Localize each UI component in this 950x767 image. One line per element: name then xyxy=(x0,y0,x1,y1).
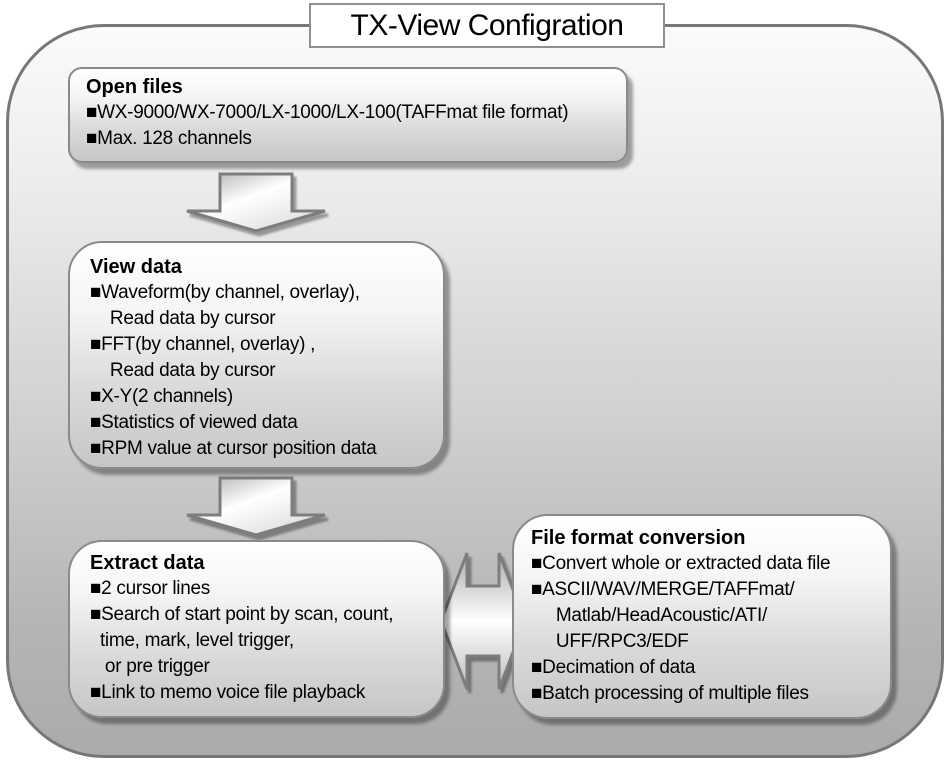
file-format-conversion-box: File format conversion ■Convert whole or… xyxy=(512,514,892,719)
down-arrow-shape xyxy=(186,476,326,537)
bullet-line: Matlab/HeadAcoustic/ATI/ xyxy=(531,605,767,626)
bullet-line: ■WX-9000/WX-7000/LX-1000/LX-100(TAFFmat … xyxy=(86,102,569,123)
bullet-line: ■Waveform(by channel, overlay), xyxy=(90,282,360,303)
down-arrow-icon xyxy=(186,476,326,537)
bullet-line: ■Convert whole or extracted data file xyxy=(531,553,831,574)
bullet-line: ■X-Y(2 channels) xyxy=(90,386,233,407)
open-files-box: Open files ■WX-9000/WX-7000/LX-1000/LX-1… xyxy=(68,67,628,163)
bullet-line: Read data by cursor xyxy=(90,360,276,381)
bullet-line: ■Batch processing of multiple files xyxy=(531,683,809,704)
bullet-line: ■Decimation of data xyxy=(531,657,696,678)
bullet-line: ■ASCII/WAV/MERGE/TAFFmat/ xyxy=(531,579,795,600)
down-arrow-icon xyxy=(186,172,326,233)
bullet-line: ■2 cursor lines xyxy=(90,578,210,599)
bullet-line: ■Link to memo voice file playback xyxy=(90,682,366,703)
extract-data-box: Extract data ■2 cursor lines ■Search of … xyxy=(68,540,445,718)
box-title: File format conversion xyxy=(531,527,746,549)
bullet-line: ■RPM value at cursor position data xyxy=(90,438,377,459)
bullet-line: ■FFT(by channel, overlay) , xyxy=(90,334,316,355)
bullet-line: ■Max. 128 channels xyxy=(86,128,252,149)
box-title: View data xyxy=(90,256,182,278)
diagram-title: TX-View Configration xyxy=(350,8,624,42)
diagram-title-box: TX-View Configration xyxy=(309,3,665,48)
box-title: Open files xyxy=(86,76,183,98)
bullet-line: ■Search of start point by scan, count, xyxy=(90,604,394,625)
down-arrow-shape xyxy=(186,172,326,233)
bullet-line: ■Statistics of viewed data xyxy=(90,412,298,433)
bullet-line: UFF/RPC3/EDF xyxy=(531,631,689,652)
bullet-line: or pre trigger xyxy=(90,656,210,677)
view-data-box: View data ■Waveform(by channel, overlay)… xyxy=(68,241,445,469)
bullet-line: Read data by cursor xyxy=(90,308,276,329)
bullet-line: time, mark, level trigger, xyxy=(90,630,294,651)
box-title: Extract data xyxy=(90,552,205,574)
